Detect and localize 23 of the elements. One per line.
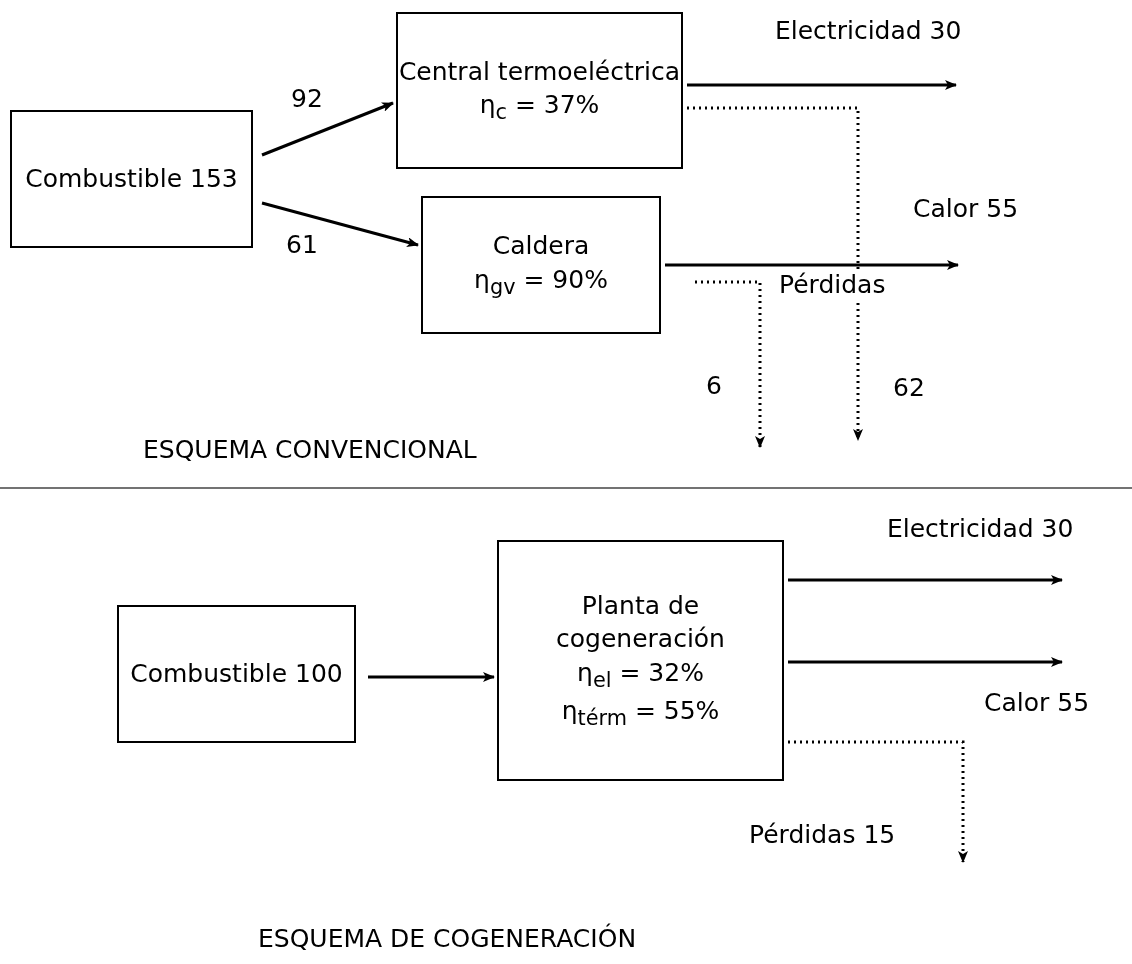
process-box <box>497 540 784 781</box>
efficiency-value: η$_{térm}$ = 55% <box>561 695 720 733</box>
arrow <box>665 260 959 270</box>
arrow <box>261 101 394 157</box>
arrow <box>788 657 1063 667</box>
dotted-arrow <box>695 280 765 448</box>
dotted-arrow <box>687 106 863 441</box>
efficiency-value: η$_{el}$ = 32% <box>577 657 704 695</box>
box-title: Combustible 153 <box>25 163 238 196</box>
arrow <box>788 575 1063 585</box>
box-title: Central termoeléctrica <box>398 55 681 88</box>
box-title: Caldera <box>492 230 590 263</box>
efficiency-value: η$_{gv}$ = 90% <box>474 263 608 301</box>
efficiency-value: η$_{c}$ = 37% <box>479 89 600 127</box>
process-box <box>117 605 356 743</box>
arrow <box>368 672 495 682</box>
process-box <box>396 12 683 169</box>
dotted-arrow <box>788 740 968 863</box>
arrow <box>261 201 419 247</box>
process-box <box>421 196 661 334</box>
arrow <box>687 80 957 90</box>
process-box <box>10 110 253 248</box>
box-title: Combustible 100 <box>130 658 343 691</box>
